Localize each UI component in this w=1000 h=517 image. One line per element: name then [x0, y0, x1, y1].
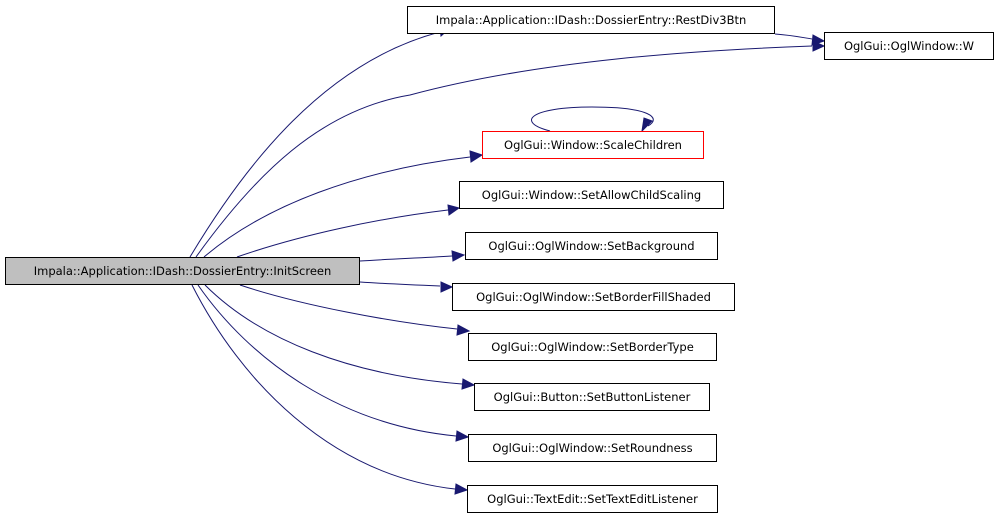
node-setallowchildscaling[interactable]: OglGui::Window::SetAllowChildScaling	[459, 181, 724, 209]
edge-root-scalechildren	[203, 156, 471, 258]
arrowhead-icon	[440, 281, 454, 293]
arrowhead-icon	[447, 204, 461, 216]
arrowhead-icon	[454, 483, 469, 495]
node-label: OglGui::OglWindow::W	[843, 39, 975, 53]
node-setroundness[interactable]: OglGui::OglWindow::SetRoundness	[468, 434, 717, 462]
node-scalechildren[interactable]: OglGui::Window::ScaleChildren	[482, 131, 704, 159]
node-w[interactable]: OglGui::OglWindow::W	[824, 32, 994, 60]
edge-root-restdiv3btn	[189, 31, 441, 258]
edge-root-setbuttonlistener	[204, 284, 463, 385]
arrowhead-icon	[811, 34, 826, 46]
edge-scalechildren-self	[531, 106, 654, 132]
node-setbuttonlistener[interactable]: OglGui::Button::SetButtonListener	[474, 383, 710, 411]
edge-root-setbordertype	[239, 284, 458, 330]
edge-root-w	[195, 45, 813, 258]
arrowhead-icon	[456, 324, 471, 336]
node-restdiv3btn[interactable]: Impala::Application::IDash::DossierEntry…	[407, 6, 775, 34]
node-label: OglGui::OglWindow::SetBorderType	[491, 340, 694, 354]
node-label: OglGui::Window::ScaleChildren	[504, 138, 682, 152]
node-settexteditlistener[interactable]: OglGui::TextEdit::SetTextEditListener	[467, 485, 718, 513]
node-label: Impala::Application::IDash::DossierEntry…	[33, 264, 332, 278]
node-label: OglGui::OglWindow::SetBackground	[488, 239, 695, 253]
node-setbordertype[interactable]: OglGui::OglWindow::SetBorderType	[468, 333, 717, 361]
node-label: OglGui::Window::SetAllowChildScaling	[481, 188, 702, 202]
node-setborderfillshaded[interactable]: OglGui::OglWindow::SetBorderFillShaded	[452, 283, 735, 311]
edge-restdiv3btn-w	[774, 33, 813, 40]
node-label: OglGui::TextEdit::SetTextEditListener	[487, 492, 698, 506]
arrowhead-icon	[451, 250, 466, 262]
edge-root-setallowchildscaling	[236, 209, 449, 258]
edge-root-setroundness	[197, 284, 457, 437]
node-label: Impala::Application::IDash::DossierEntry…	[435, 13, 747, 27]
arrowhead-icon	[461, 378, 476, 390]
arrowhead-icon	[469, 150, 484, 163]
node-setbackground[interactable]: OglGui::OglWindow::SetBackground	[465, 232, 718, 260]
arrowhead-icon	[641, 117, 653, 133]
node-label: OglGui::Button::SetButtonListener	[493, 390, 691, 404]
edge-root-settexteditlistener	[191, 284, 456, 490]
node-initscreen: Impala::Application::IDash::DossierEntry…	[5, 257, 360, 285]
edge-root-setborderfillshaded	[359, 281, 441, 287]
arrowhead-icon	[455, 430, 470, 442]
node-label: OglGui::OglWindow::SetBorderFillShaded	[476, 290, 711, 304]
node-label: OglGui::OglWindow::SetRoundness	[492, 441, 693, 455]
edge-root-setbackground	[359, 255, 453, 262]
